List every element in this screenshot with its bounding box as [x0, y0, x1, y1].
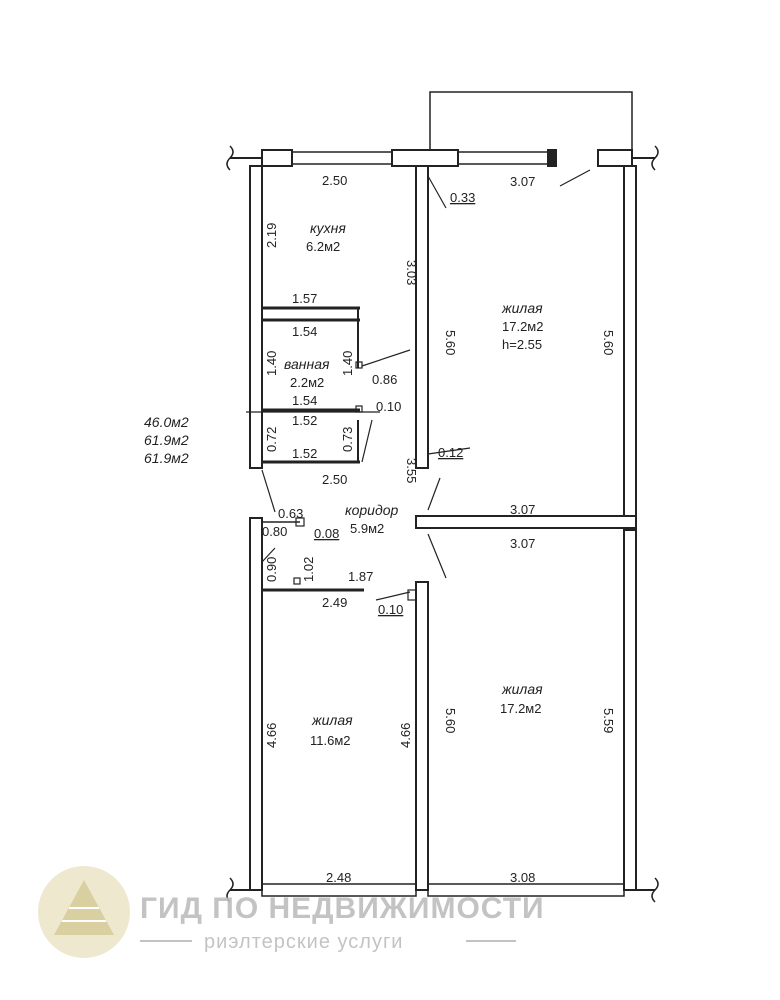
total-living: 46.0м2	[144, 414, 189, 430]
dim-bath-left: 1.40	[264, 351, 279, 376]
living-bottom-area: 17.2м2	[500, 701, 541, 716]
watermark: ГИД ПО НЕДВИЖИМОСТИ риэлтерские услуги	[38, 866, 545, 958]
dim-bath-086: 0.86	[372, 372, 397, 387]
dim-living-bottom-right: 5.59	[601, 708, 616, 733]
window-top-left	[291, 151, 393, 165]
dim-bath-bottom-a: 1.54	[292, 393, 317, 408]
living-top-name: жилая	[501, 300, 543, 316]
living-top-area: 17.2м2	[502, 319, 543, 334]
dim-living-bottom-bottom: 3.08	[510, 870, 535, 885]
dim-kitchen-top: 2.50	[322, 173, 347, 188]
room-labels: кухня 6.2м2 жилая 17.2м2 h=2.55 ванная 2…	[284, 220, 543, 748]
kitchen-area: 6.2м2	[306, 239, 340, 254]
dim-wc-left: 0.72	[264, 427, 279, 452]
watermark-subtitle: риэлтерские услуги	[204, 931, 403, 953]
dim-living-top-bottom: 3.07	[510, 502, 535, 517]
dim-living-left-left: 4.66	[264, 723, 279, 748]
dim-living-left-top: 2.49	[322, 595, 347, 610]
walls	[226, 91, 659, 903]
dim-living-left-010: 0.10	[378, 602, 403, 617]
total-area: 61.9м2	[144, 432, 189, 448]
dim-closet-187: 1.87	[348, 569, 373, 584]
corridor-area: 5.9м2	[350, 521, 384, 536]
living-left-name: жилая	[311, 712, 353, 728]
dim-kitchen-right: 3.03	[404, 260, 419, 285]
living-top-height: h=2.55	[502, 337, 542, 352]
dim-closet-080: 0.80	[262, 524, 287, 539]
dim-closet-090: 0.90	[264, 557, 279, 582]
dim-wc-right: 0.73	[340, 427, 355, 452]
window-bottom-left	[261, 883, 417, 897]
dim-bath-top-inner: 1.54	[292, 324, 317, 339]
kitchen-name: кухня	[310, 220, 346, 236]
dim-kitchen-left: 2.19	[264, 223, 279, 248]
dim-living-bottom-left: 5.60	[443, 708, 458, 733]
dimension-labels: 2.50 2.19 3.03 0.33 3.07 5.60 5.60 1.57 …	[262, 173, 616, 885]
dim-living-top-right: 5.60	[601, 330, 616, 355]
dim-closet-102: 1.02	[301, 557, 316, 582]
dim-corr-355: 3.55	[404, 458, 419, 483]
dim-corr-250: 2.50	[322, 472, 347, 487]
dim-living-left-bottom: 2.48	[326, 870, 351, 885]
dim-living-bottom-top: 3.07	[510, 536, 535, 551]
dim-closet-008: 0.08	[314, 526, 339, 541]
total-area-2: 61.9м2	[144, 450, 189, 466]
living-bottom-name: жилая	[501, 681, 543, 697]
living-left-area: 11.6м2	[310, 733, 351, 748]
dim-bath-010: 0.10	[376, 399, 401, 414]
dim-wc-bottom: 1.52	[292, 446, 317, 461]
dim-window-033: 0.33	[450, 190, 475, 205]
watermark-title: ГИД ПО НЕДВИЖИМОСТИ	[140, 892, 545, 925]
area-totals: 46.0м2 61.9м2 61.9м2	[144, 414, 189, 466]
dim-living-left-right: 4.66	[398, 723, 413, 748]
dim-corr-063: 0.63	[278, 506, 303, 521]
dim-corr-012: 0.12	[438, 445, 463, 460]
window-top-right	[457, 151, 555, 165]
bathroom-area: 2.2м2	[290, 375, 324, 390]
dim-living-top-left: 5.60	[443, 330, 458, 355]
dim-wc-top: 1.52	[292, 413, 317, 428]
dim-bath-top-outer: 1.57	[292, 291, 317, 306]
window-bottom-right	[427, 883, 625, 897]
dim-bath-right: 1.40	[340, 351, 355, 376]
bathroom-name: ванная	[284, 356, 330, 372]
corridor-name: коридор	[345, 502, 398, 518]
dim-living-top-top: 3.07	[510, 174, 535, 189]
balcony-outline	[429, 91, 633, 152]
